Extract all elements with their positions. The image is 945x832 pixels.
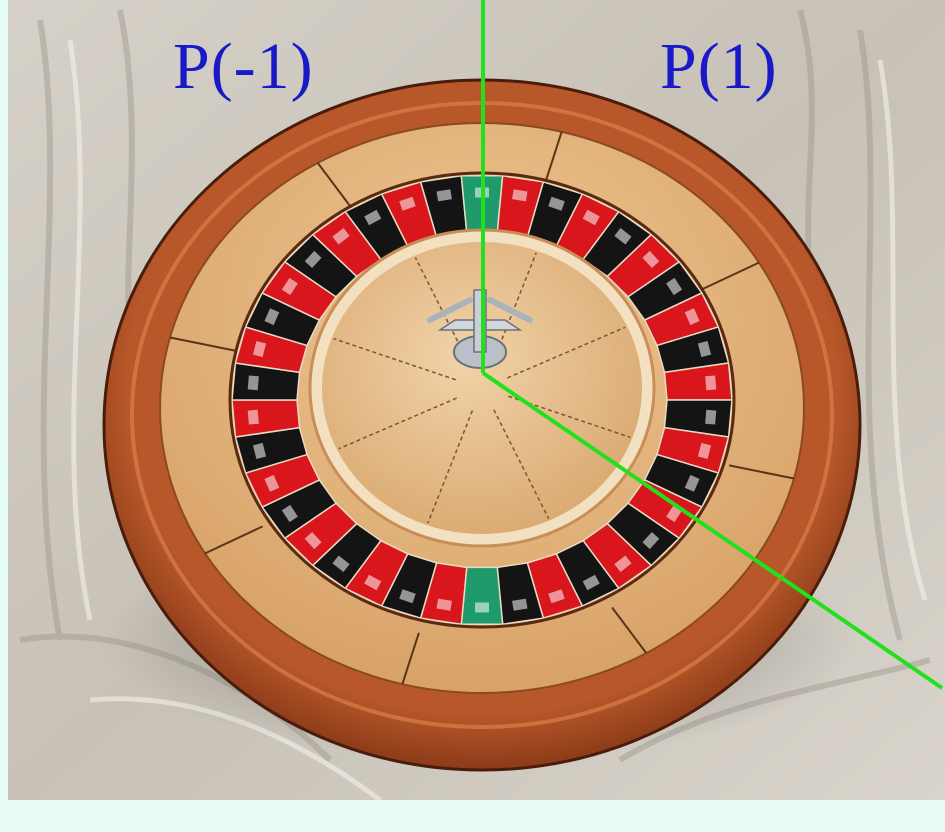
pocket-green — [460, 566, 504, 625]
pocket-number-mark — [252, 341, 267, 358]
pocket-number-mark — [705, 409, 717, 425]
pocket-number-mark — [548, 589, 565, 604]
pocket-number-mark — [614, 555, 632, 572]
bowl-divider — [204, 525, 264, 555]
pocket-number-mark — [281, 277, 298, 296]
pocket-number-mark — [684, 474, 700, 492]
pocket-number-mark — [304, 250, 322, 269]
pocket-number-mark — [512, 189, 528, 202]
bowl-divider — [700, 261, 760, 291]
pocket-number-mark — [252, 442, 267, 459]
pocket-number-mark — [642, 531, 660, 550]
divider-line-diagonal — [481, 371, 944, 690]
pocket-number-mark — [436, 189, 452, 202]
wheel-cone — [322, 242, 642, 534]
pocket-number-mark — [304, 531, 322, 550]
pocket-number-mark — [705, 375, 717, 391]
bowl-divider — [611, 606, 648, 654]
cone-divider — [338, 397, 457, 450]
pocket-number-mark — [364, 574, 382, 591]
turret-icon — [427, 289, 533, 369]
bowl-divider — [544, 131, 563, 184]
pocket-number-mark — [364, 209, 382, 226]
pocket-number-mark — [582, 209, 600, 226]
pocket-number-mark — [582, 574, 600, 591]
pocket-number-mark — [264, 474, 280, 492]
pocket-number-mark — [666, 277, 683, 296]
probability-label-left: P(-1) — [173, 30, 314, 103]
cone-divider — [333, 337, 456, 381]
probability-label-right: P(1) — [660, 30, 778, 103]
pocket-number-mark — [436, 598, 452, 611]
cone-divider-lines — [333, 252, 631, 524]
pocket-number-mark — [684, 308, 700, 326]
pocket-number-mark — [475, 602, 489, 613]
cone-divider — [490, 252, 537, 366]
pocket-number-mark — [332, 228, 350, 245]
cone-divider — [493, 409, 550, 519]
pocket-number-mark — [548, 196, 565, 211]
pocket-number-mark — [614, 228, 632, 245]
cone-divider — [427, 410, 474, 524]
cone-divider — [414, 257, 471, 367]
bowl-divider-lines — [169, 131, 795, 685]
pocket-number-mark — [264, 308, 280, 326]
cone-divider — [507, 326, 626, 379]
divider-lines — [481, 0, 944, 690]
pocket-ring — [228, 171, 736, 629]
pocket-number-mark — [399, 196, 416, 211]
pocket-number-mark — [281, 504, 298, 523]
bowl-divider — [401, 632, 420, 685]
pocket-number-mark — [399, 589, 416, 604]
pocket-number-mark — [247, 409, 259, 425]
pocket-number-mark — [697, 442, 712, 459]
bowl-divider — [169, 336, 236, 352]
pocket-number-mark — [332, 555, 350, 572]
pocket-number-mark — [697, 341, 712, 358]
bowl-divider — [316, 162, 353, 210]
pocket-number-mark — [512, 598, 528, 611]
bowl-divider — [728, 464, 795, 480]
pocket-number-mark — [642, 250, 660, 269]
pocket-number-mark — [247, 375, 259, 391]
